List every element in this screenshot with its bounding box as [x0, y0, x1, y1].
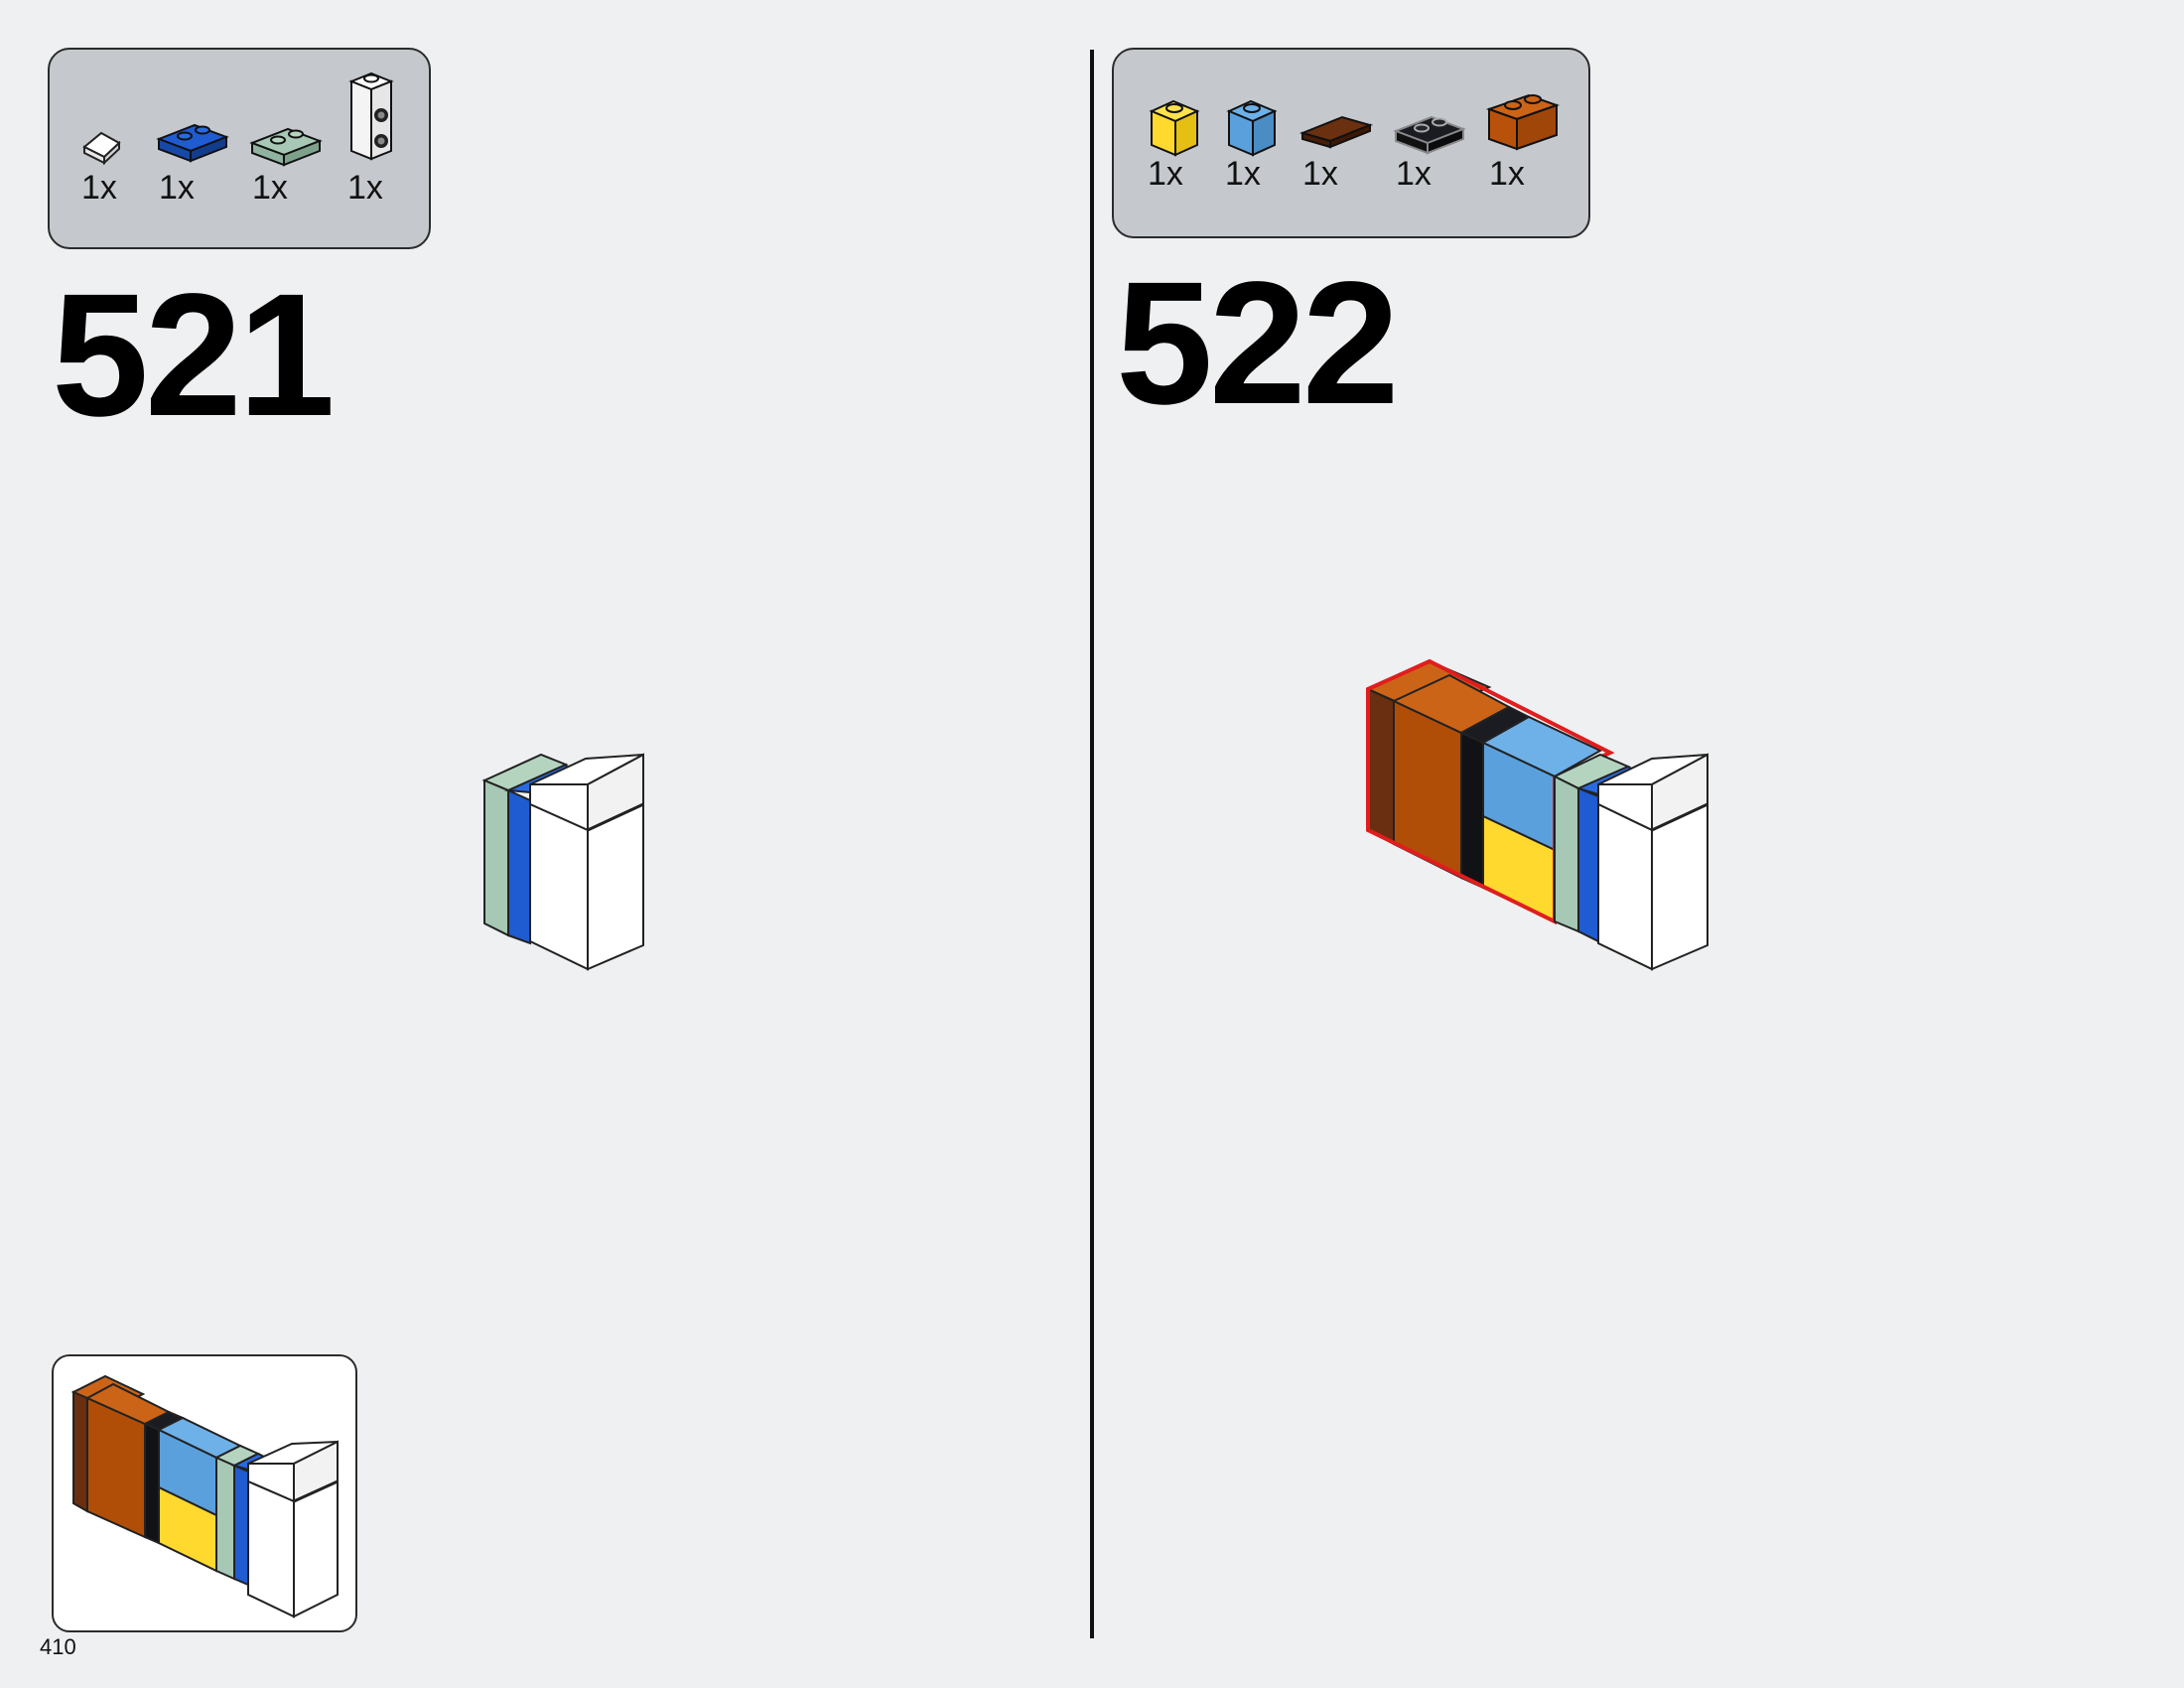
blue-plate-1x2-icon — [156, 123, 229, 163]
black-plate-1x2-icon — [1393, 115, 1466, 155]
assembly-preview — [70, 1374, 339, 1618]
page-number: 410 — [40, 1634, 76, 1659]
step-divider — [1090, 50, 1094, 1638]
step-number: 521 — [52, 258, 336, 453]
medium-blue-brick-1x1-icon — [1226, 99, 1278, 157]
parts-callout-step-522: 1x 1x 1x 1x — [1112, 48, 1590, 238]
sand-green-plate-1x2-icon — [249, 127, 323, 167]
part-qty: 1x — [1148, 155, 1183, 193]
parts-callout-step-521: 1x 1x 1x 1x — [48, 48, 431, 249]
part-qty: 1x — [1225, 155, 1261, 193]
white-brick-1x1x2-studs-icon — [348, 71, 394, 161]
part-qty: 1x — [1396, 155, 1432, 193]
part-qty: 1x — [252, 169, 288, 207]
step-number: 522 — [1116, 246, 1400, 441]
dark-orange-brick-1x2-icon — [1486, 93, 1560, 151]
yellow-brick-1x1-icon — [1149, 99, 1200, 157]
step-522-assembly — [1365, 658, 1708, 971]
part-qty: 1x — [347, 169, 383, 207]
part-qty: 1x — [159, 169, 195, 207]
part-qty: 1x — [1489, 155, 1525, 193]
step-521-assembly — [481, 753, 644, 971]
reddish-brown-tile-1x2-icon — [1298, 115, 1374, 149]
white-slope-tile-icon — [82, 131, 121, 166]
part-qty: 1x — [1302, 155, 1338, 193]
part-qty: 1x — [81, 169, 117, 207]
assembly-preview-panel — [52, 1354, 357, 1632]
